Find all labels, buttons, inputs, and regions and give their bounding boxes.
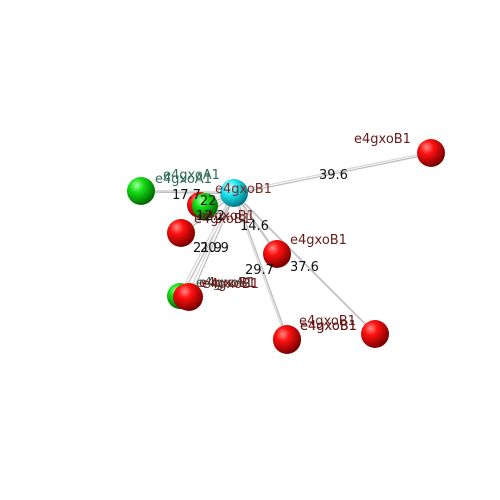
bond-g2 [180,193,236,298]
atom-label-r_b1: e4gxoB1 [299,314,356,329]
atom-label-r_low: e4gxoB1 [202,277,259,292]
atom-label-r_b1b: e4gxoB1 [300,319,357,334]
atom-sphere-r_low [175,283,203,311]
bond-r_tr [235,153,433,195]
atom-label-r_low2: e4gxoB1 [199,276,256,291]
atom-label-center: e4gxoB1 [215,182,272,197]
atom-sphere-r_right [263,240,291,268]
distance-label: 22 [200,194,217,209]
bond-r_b2 [234,193,377,336]
distance-label: 20.9 [200,241,229,256]
atom-sphere-r_b1b [273,326,301,354]
distance-label: 21.9 [193,241,222,256]
atom-label-g1: e4gxoA1 [155,172,212,187]
atom-label-r_tr: e4gxoB1 [354,132,411,147]
bond-r_tr [232,151,430,193]
atom-label-g1b: e4gxoA1 [163,168,220,183]
bond-r_low [187,191,234,297]
bond-g1 [139,189,233,193]
distance-label: 14.6 [240,219,269,234]
atom-sphere-center [220,179,248,207]
atom-sphere-r_b2 [361,320,389,348]
atom-sphere-g1b [192,193,218,219]
atom-label-r_mid: e4gxoB1 [198,209,255,224]
distance-label: 39.6 [319,168,348,183]
bond-r_b1 [232,191,287,339]
bond-r_low [189,193,236,299]
atom-spheres [127,139,445,354]
atom-sphere-r_tr [417,139,445,167]
distance-label: 17.7 [172,188,201,203]
distance-label: 12.2 [196,209,225,224]
bond-r_b1 [234,193,289,341]
distance-label: 29.7 [245,263,274,278]
atom-label-g2: e4gxoA1 [196,276,253,291]
distance-label: 37.6 [290,260,319,275]
bond-g2 [178,191,234,296]
bond-g1 [142,191,236,195]
atom-sphere-g1 [127,177,155,205]
atom-sphere-r_mid [167,219,195,247]
atom-label-r_right: e4gxoB1 [290,233,347,248]
atom-labels: e4gxoB1e4gxoA1e4gxoA1e4gxoB1e4gxoB1e4gxo… [155,132,411,334]
atom-label-r_top: e4gxoB1 [194,212,251,227]
atom-label-r_b2: e4gxoB1 [300,319,357,334]
